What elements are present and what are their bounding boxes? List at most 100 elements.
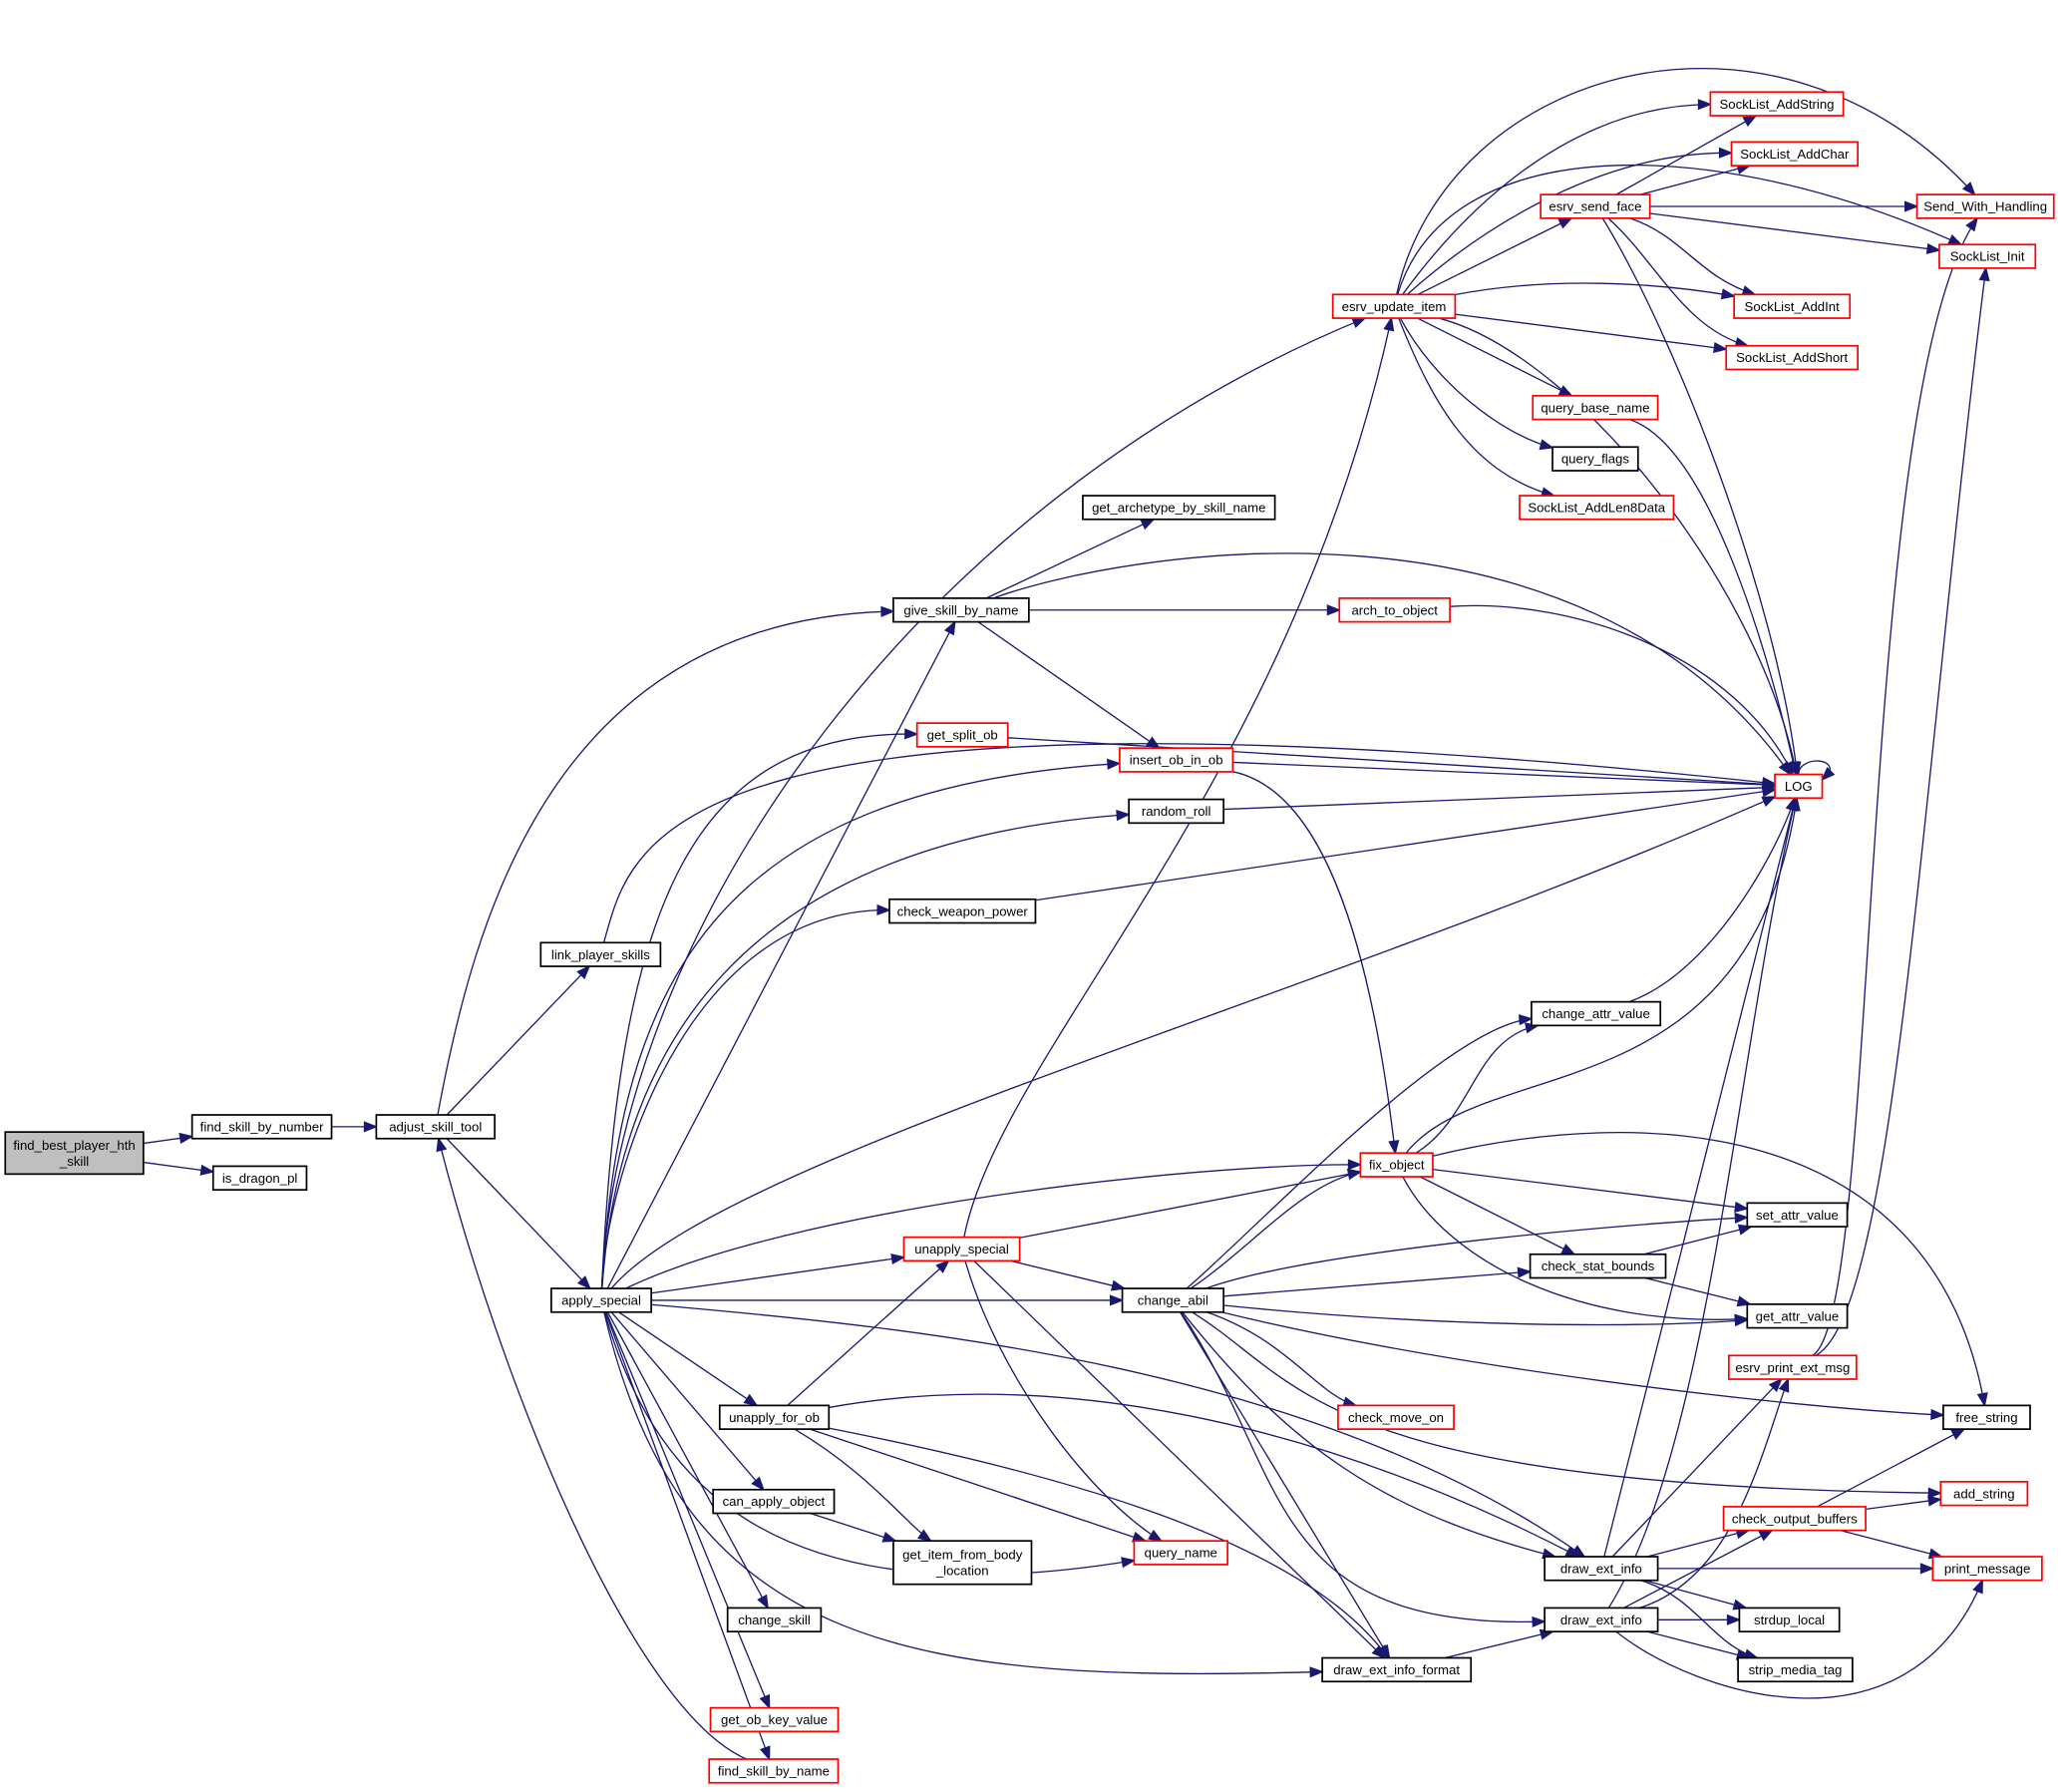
- node-box[interactable]: [1727, 1354, 1858, 1380]
- node-free-string[interactable]: free_string: [1942, 1404, 2031, 1430]
- node-box[interactable]: [1529, 1253, 1667, 1279]
- node-apply-special[interactable]: apply_special: [550, 1287, 653, 1313]
- node-unapply-for-ob[interactable]: unapply_for_ob: [718, 1404, 831, 1430]
- node-box[interactable]: [709, 1706, 840, 1733]
- node-change-attr-value[interactable]: change_attr_value: [1531, 1000, 1662, 1027]
- node-box[interactable]: [708, 1758, 840, 1784]
- node-change-abil[interactable]: change_abil: [1121, 1287, 1225, 1313]
- node-strdup-local[interactable]: strdup_local: [1738, 1607, 1841, 1633]
- node-box[interactable]: [4, 1131, 145, 1176]
- node-box[interactable]: [1331, 293, 1457, 319]
- node-box[interactable]: [1531, 1000, 1662, 1027]
- node-box[interactable]: [726, 1607, 823, 1633]
- node-box[interactable]: [1722, 1506, 1867, 1532]
- node-box[interactable]: [1738, 1607, 1841, 1633]
- node-box[interactable]: [190, 1114, 333, 1140]
- node-box[interactable]: [1746, 1202, 1849, 1228]
- node-check-weapon-power[interactable]: check_weapon_power: [888, 897, 1037, 924]
- node-query-base-name[interactable]: query_base_name: [1532, 394, 1659, 421]
- node-draw-ext-info[interactable]: draw_ext_info: [1544, 1556, 1659, 1582]
- node-box[interactable]: [1321, 1656, 1473, 1683]
- node-find-skill-by-name[interactable]: find_skill_by_name: [708, 1758, 840, 1784]
- node-box[interactable]: [902, 1236, 1021, 1262]
- node-box[interactable]: [550, 1287, 653, 1313]
- node-can-apply-object[interactable]: can_apply_object: [712, 1488, 836, 1515]
- node-socklist-init[interactable]: SockList_Init: [1938, 243, 2037, 269]
- node-box[interactable]: [1119, 747, 1234, 773]
- node-esrv-send-face[interactable]: esrv_send_face: [1540, 193, 1651, 219]
- node-check-stat-bounds[interactable]: check_stat_bounds: [1529, 1253, 1667, 1279]
- node-box[interactable]: [1737, 1656, 1854, 1683]
- node-draw-ext-info-format[interactable]: draw_ext_info_format: [1321, 1656, 1473, 1683]
- node-box[interactable]: [539, 941, 662, 967]
- node-box[interactable]: [1532, 394, 1659, 421]
- node-random-roll[interactable]: random_roll: [1128, 798, 1225, 825]
- node-log[interactable]: LOG: [1774, 773, 1824, 800]
- node-query-flags[interactable]: query_flags: [1551, 446, 1639, 472]
- node-check-move-on[interactable]: check_move_on: [1337, 1404, 1455, 1430]
- node-box[interactable]: [375, 1114, 496, 1140]
- node-check-output-buffers[interactable]: check_output_buffers: [1722, 1506, 1867, 1532]
- node-socklist-addshort[interactable]: SockList_AddShort: [1725, 344, 1860, 371]
- node-get-split-ob[interactable]: get_split_ob: [915, 722, 1009, 748]
- node-box[interactable]: [1733, 293, 1852, 319]
- node-box[interactable]: [1938, 243, 2037, 269]
- node-box[interactable]: [1939, 1480, 2029, 1507]
- node-box[interactable]: [1931, 1556, 2043, 1582]
- node-box[interactable]: [1544, 1607, 1659, 1633]
- node-get-attr-value[interactable]: get_attr_value: [1746, 1303, 1849, 1329]
- node-box[interactable]: [1746, 1303, 1849, 1329]
- node-find-skill-by-number[interactable]: find_skill_by_number: [190, 1114, 333, 1140]
- node-get-item-from-body-location[interactable]: get_item_from_body_location: [892, 1540, 1033, 1586]
- node-query-name[interactable]: query_name: [1133, 1540, 1228, 1566]
- node-adjust-skill-tool[interactable]: adjust_skill_tool: [375, 1114, 496, 1140]
- node-box[interactable]: [211, 1165, 308, 1192]
- node-link-player-skills[interactable]: link_player_skills: [539, 941, 662, 967]
- node-box[interactable]: [1725, 344, 1860, 371]
- node-change-skill[interactable]: change_skill: [726, 1607, 823, 1633]
- node-fix-object[interactable]: fix_object: [1359, 1152, 1434, 1178]
- node-box[interactable]: [1774, 773, 1824, 800]
- node-box[interactable]: [1551, 446, 1639, 472]
- node-box[interactable]: [1915, 193, 2055, 219]
- node-box[interactable]: [1519, 495, 1675, 521]
- node-arch-to-object[interactable]: arch_to_object: [1338, 597, 1451, 623]
- node-box[interactable]: [915, 722, 1009, 748]
- node-box[interactable]: [1359, 1152, 1434, 1178]
- node-box[interactable]: [1544, 1556, 1659, 1582]
- node-box[interactable]: [1942, 1404, 2031, 1430]
- node-box[interactable]: [1709, 91, 1845, 117]
- node-get-archetype-by-skill-name[interactable]: get_archetype_by_skill_name: [1082, 495, 1276, 521]
- node-give-skill-by-name[interactable]: give_skill_by_name: [892, 597, 1030, 623]
- node-esrv-print-ext-msg[interactable]: esrv_print_ext_msg: [1727, 1354, 1858, 1380]
- node-socklist-addint[interactable]: SockList_AddInt: [1733, 293, 1852, 319]
- node-get-ob-key-value[interactable]: get_ob_key_value: [709, 1706, 840, 1733]
- node-box[interactable]: [718, 1404, 831, 1430]
- node-add-string[interactable]: add_string: [1939, 1480, 2029, 1507]
- node-box[interactable]: [1540, 193, 1651, 219]
- node-unapply-special[interactable]: unapply_special: [902, 1236, 1021, 1262]
- node-socklist-addlen8data[interactable]: SockList_AddLen8Data: [1519, 495, 1675, 521]
- node-send-with-handling[interactable]: Send_With_Handling: [1915, 193, 2055, 219]
- node-socklist-addstring[interactable]: SockList_AddString: [1709, 91, 1845, 117]
- node-draw-ext-info-2[interactable]: draw_ext_info: [1544, 1607, 1659, 1633]
- node-box[interactable]: [888, 897, 1037, 924]
- node-insert-ob-in-ob[interactable]: insert_ob_in_ob: [1119, 747, 1234, 773]
- node-box[interactable]: [1082, 495, 1276, 521]
- node-box[interactable]: [1133, 1540, 1228, 1566]
- node-find-best-player-hth-skill[interactable]: find_best_player_hth_skill: [4, 1131, 145, 1176]
- node-box[interactable]: [1338, 597, 1451, 623]
- node-strip-media-tag[interactable]: strip_media_tag: [1737, 1656, 1854, 1683]
- node-box[interactable]: [892, 597, 1030, 623]
- node-is-dragon-pl[interactable]: is_dragon_pl: [211, 1165, 308, 1192]
- node-esrv-update-item[interactable]: esrv_update_item: [1331, 293, 1457, 319]
- node-box[interactable]: [712, 1488, 836, 1515]
- node-socklist-addchar[interactable]: SockList_AddChar: [1730, 141, 1860, 167]
- node-set-attr-value[interactable]: set_attr_value: [1746, 1202, 1849, 1228]
- node-box[interactable]: [1730, 141, 1860, 167]
- node-box[interactable]: [1337, 1404, 1455, 1430]
- node-box[interactable]: [892, 1540, 1033, 1586]
- node-box[interactable]: [1128, 798, 1225, 825]
- node-box[interactable]: [1121, 1287, 1225, 1313]
- node-print-message[interactable]: print_message: [1931, 1556, 2043, 1582]
